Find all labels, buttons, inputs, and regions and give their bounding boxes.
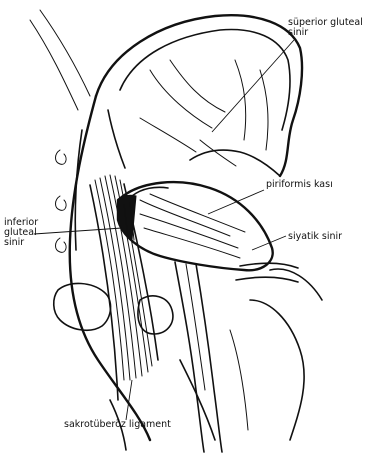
piriformis-muscle	[118, 182, 273, 270]
label-sciatic-nerve: siyatik sinir	[288, 232, 342, 242]
leader-lines	[34, 40, 294, 420]
sciatic-nerve	[175, 262, 298, 452]
label-piriformis-muscle: piriformis kası	[266, 180, 333, 190]
ilium-outline	[96, 15, 302, 176]
label-sacrotuberous-ligament: sakrotüberöz ligament	[64, 420, 171, 430]
label-superior-gluteal-nerve: süperior gluteal sinir	[288, 18, 363, 38]
label-superior-gluteal-line2: sinir	[288, 28, 363, 38]
label-inferior-gluteal-nerve: inferior gluteal sinir	[4, 218, 38, 248]
label-inferior-gluteal-line3: sinir	[4, 238, 38, 248]
